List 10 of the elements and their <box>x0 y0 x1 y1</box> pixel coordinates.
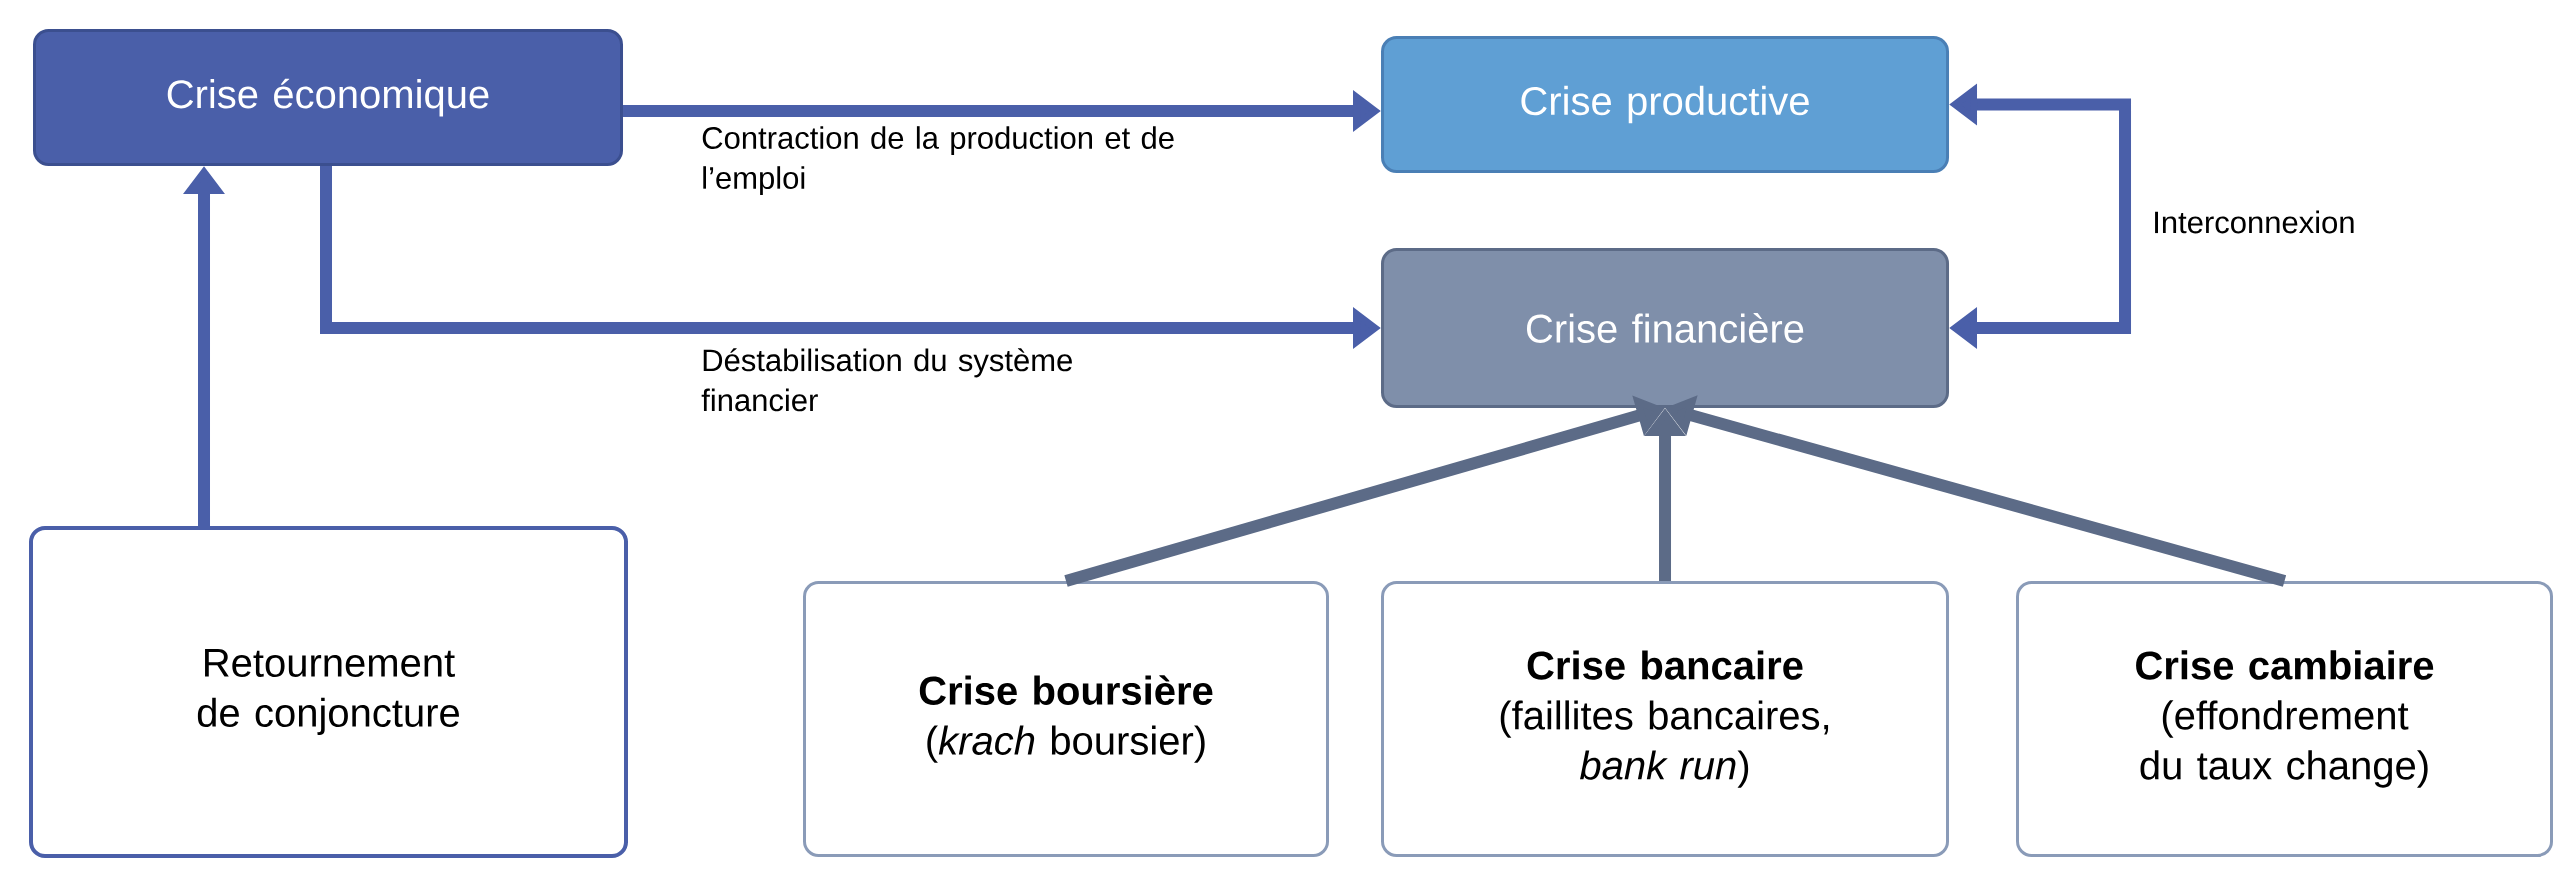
edge-label: Contraction de la production et de l’emploi <box>702 126 1174 196</box>
cause-box: Retournement de conjoncture <box>29 526 628 858</box>
edge-label: Déstabilisation du système financier <box>701 348 1072 412</box>
crisis-box: Crise financière <box>1381 248 1949 408</box>
edge-label: Interconnexion <box>2155 210 2354 234</box>
crisis-type-box: Crise cambiaire (effondrement du taux change) <box>2016 581 2553 857</box>
crisis-box: Crise économique <box>33 29 623 166</box>
crisis-box: Crise productive <box>1381 36 1949 173</box>
crisis-type-box: Crise boursière (krach boursier) <box>803 581 1329 857</box>
crisis-type-box: Crise bancaire (faillites bancaires, bank run) <box>1381 581 1949 857</box>
